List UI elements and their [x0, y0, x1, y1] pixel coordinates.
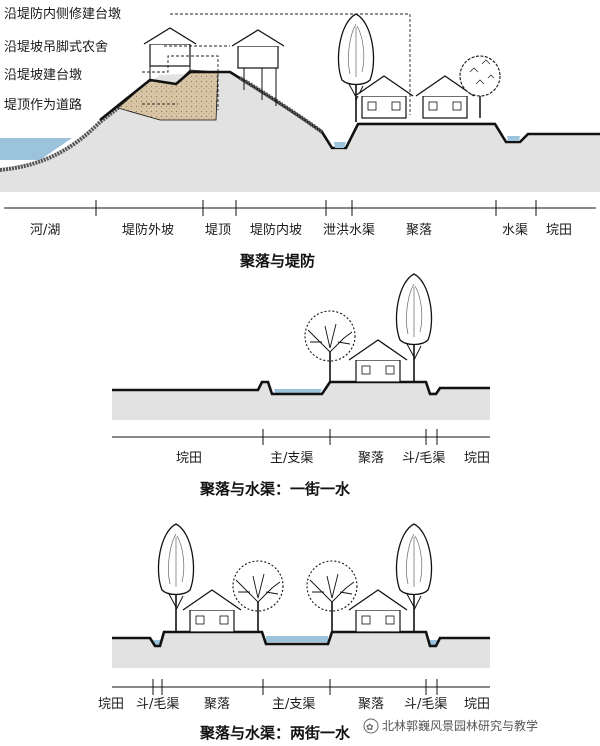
leafy-tree — [459, 55, 501, 118]
callout-leaders — [142, 13, 411, 115]
main-canal-water-3 — [266, 636, 328, 642]
bare-tree-2 — [304, 310, 356, 383]
label-ditch-2: 斗/毛渠 — [402, 451, 445, 466]
label-canal: 水渠 — [502, 223, 528, 238]
diagram3-title: 聚落与水渠：两街一水 — [199, 724, 351, 742]
callout-inner-platform: 沿堤防内侧修建台墩 — [4, 6, 121, 22]
callout-stilt-house: 沿堤坡吊脚式农舍 — [4, 39, 108, 55]
label-main-canal-3: 主/支渠 — [272, 697, 315, 712]
callout-slope-platform: 沿堤坡建台墩 — [4, 68, 82, 83]
label-polder-field: 垸田 — [546, 223, 572, 238]
tall-tree-3b — [395, 523, 433, 633]
stilt-house-levee-top — [231, 29, 285, 106]
house-3b — [348, 589, 408, 633]
diagram-one-street-one-canal: 垸田 主/支渠 聚落 斗/毛渠 垸田 聚落与水渠：一街一水 — [112, 273, 490, 498]
flood-ditch-water — [334, 142, 346, 148]
callout-levee-road: 堤顶作为道路 — [4, 97, 82, 113]
house-outer-platform — [143, 27, 197, 82]
label-settlement-right-3: 聚落 — [358, 697, 384, 712]
house-3a — [182, 589, 242, 633]
label-settlement-2: 聚落 — [358, 451, 384, 466]
label-inner-slope: 堤防内坡 — [250, 222, 302, 238]
label-field-left-3: 垸田 — [98, 697, 124, 712]
watermark: ✿ 北林郭巍风景园林研究与教学 — [363, 718, 538, 734]
diagram1-title: 聚落与堤防 — [239, 252, 315, 270]
bare-tree-3b — [306, 560, 358, 633]
house-2 — [348, 339, 408, 383]
lake-water — [0, 138, 72, 160]
watermark-icon: ✿ — [366, 723, 374, 733]
label-levee-top: 堤顶 — [205, 223, 231, 238]
profile-line-3 — [112, 630, 490, 648]
label-outer-slope: 堤防外坡 — [122, 222, 174, 238]
label-main-canal-2: 主/支渠 — [270, 451, 313, 466]
label-lake: 河/湖 — [30, 223, 60, 238]
diagram-levee-section: 沿堤防内侧修建台墩 沿堤坡吊脚式农舍 沿堤坡建台墩 堤顶作为道路 河/湖 堤防外… — [0, 6, 600, 270]
ground-2 — [112, 382, 490, 420]
inner-slope-revetment — [238, 76, 324, 134]
tall-tree-3a — [157, 523, 195, 633]
bare-tree-3a — [232, 560, 284, 633]
diagram-two-streets-one-canal: 垸田 斗/毛渠 聚落 主/支渠 聚落 斗/毛渠 垸田 聚落与水渠：两街一水 — [98, 523, 490, 742]
tall-tree-2 — [395, 273, 433, 383]
label-field-right-2: 垸田 — [464, 451, 490, 466]
label-ditch-left-3: 斗/毛渠 — [136, 697, 179, 712]
label-settlement: 聚落 — [406, 223, 432, 238]
watermark-text: 北林郭巍风景园林研究与教学 — [382, 718, 538, 733]
axis-ticks-2 — [262, 429, 438, 445]
label-ditch-right-3: 斗/毛渠 — [404, 697, 447, 712]
main-canal-water-2 — [274, 389, 322, 393]
diagram2-title: 聚落与水渠：一街一水 — [199, 480, 351, 498]
axis-ticks-3 — [152, 679, 438, 695]
label-field-left-2: 垸田 — [176, 451, 202, 466]
ground-3 — [112, 632, 490, 668]
label-settlement-left-3: 聚落 — [204, 697, 230, 712]
profile-line-2 — [112, 380, 490, 396]
stone-revetment — [0, 106, 120, 172]
label-flood-ditch: 泄洪水渠 — [323, 223, 375, 238]
label-field-right-3: 垸田 — [464, 697, 490, 712]
field-ditch-water — [507, 136, 520, 141]
axis-ticks-1 — [95, 200, 537, 216]
